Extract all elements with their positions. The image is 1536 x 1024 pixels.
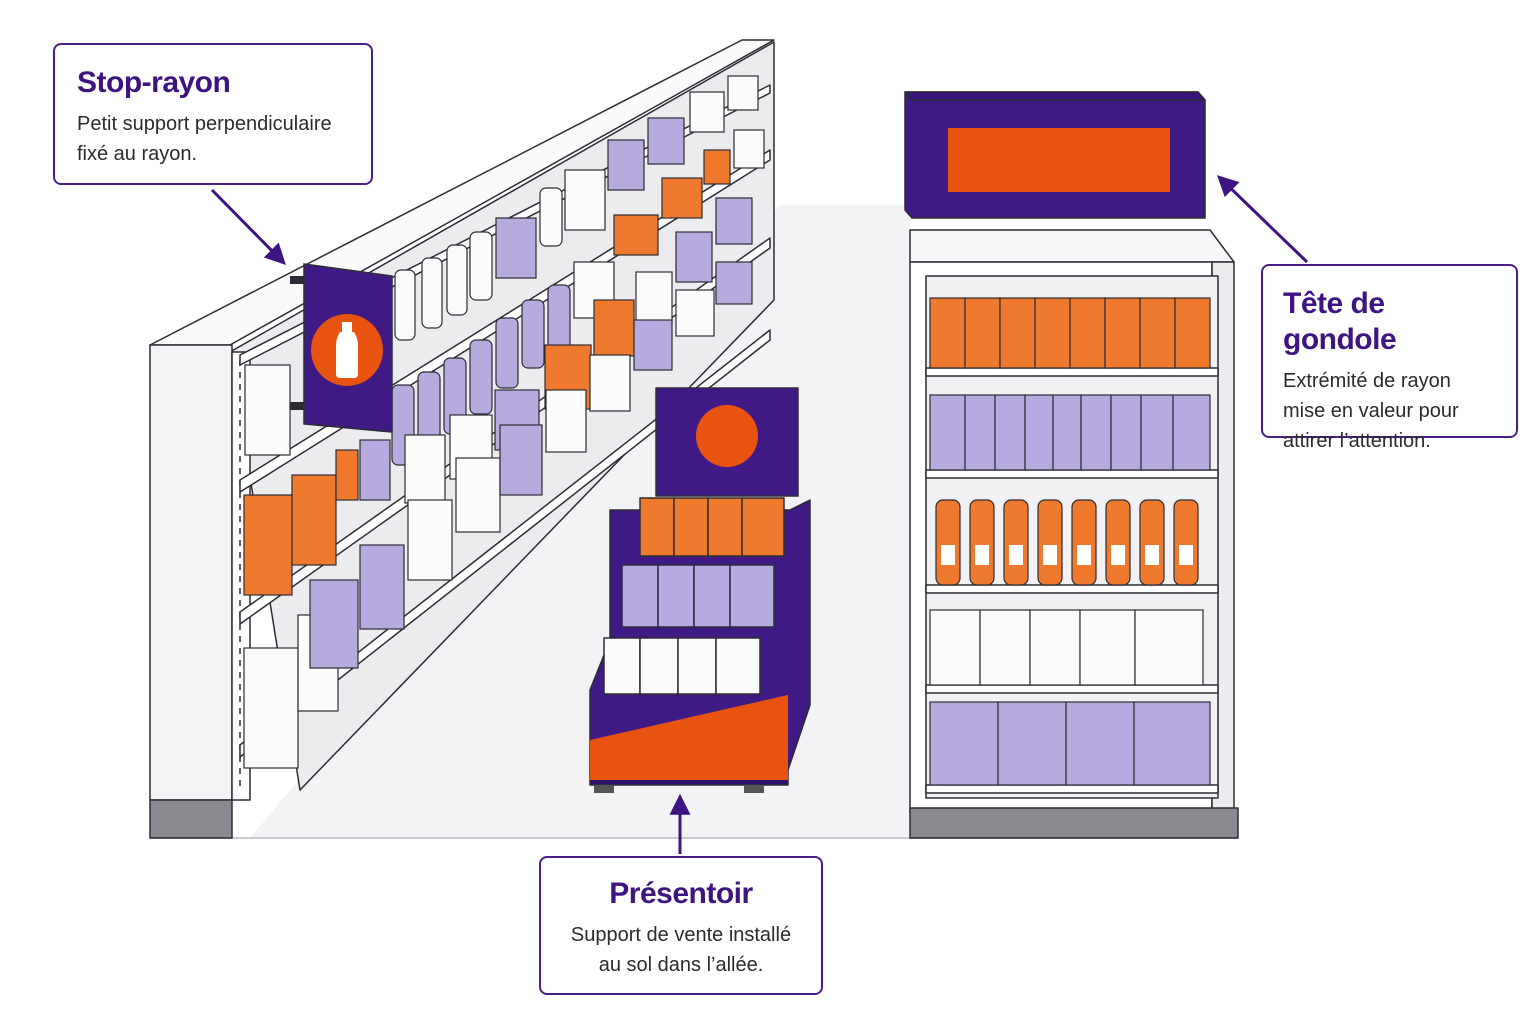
stop-rayon-sign bbox=[290, 263, 393, 433]
callout-description-line: mise en valeur pour bbox=[1283, 400, 1459, 422]
tete-de-gondole-arrow bbox=[1216, 175, 1309, 264]
stop-rayon-arrow bbox=[210, 188, 286, 265]
left-shelf-products bbox=[243, 75, 765, 769]
callout-description: Extrémité de rayon mise en valeur pour a… bbox=[1283, 366, 1496, 456]
callout-presentoir: Présentoir Support de vente installé au … bbox=[539, 856, 823, 995]
callout-title: Tête de gondole bbox=[1283, 287, 1397, 356]
callout-description-line: au sol dans l’allée. bbox=[598, 954, 764, 976]
gondole-products bbox=[929, 297, 1211, 786]
bottle-icon bbox=[336, 322, 358, 378]
callout-description-line: attirer l’attention. bbox=[1283, 430, 1431, 452]
callout-description-line: Extrémité de rayon bbox=[1283, 370, 1451, 392]
callout-stop-rayon: Stop-rayon Petit support perpendiculaire… bbox=[53, 43, 373, 185]
callout-description: Support de vente installé au sol dans l’… bbox=[551, 920, 811, 980]
callout-description-line: fixé au rayon. bbox=[77, 143, 198, 165]
callout-title: Présentoir bbox=[609, 877, 753, 910]
callout-description: Petit support perpendiculaire fixé au ra… bbox=[77, 109, 349, 169]
circle-logo-icon bbox=[696, 405, 758, 467]
callout-title: Stop-rayon bbox=[77, 66, 231, 99]
callout-tete-de-gondole: Tête de gondole Extrémité de rayon mise … bbox=[1261, 264, 1518, 452]
presentoir-display bbox=[589, 387, 811, 793]
arrow-icon bbox=[210, 175, 1309, 854]
callout-description-line: Petit support perpendiculaire bbox=[77, 113, 332, 135]
callout-description-line: Support de vente installé bbox=[570, 924, 792, 946]
